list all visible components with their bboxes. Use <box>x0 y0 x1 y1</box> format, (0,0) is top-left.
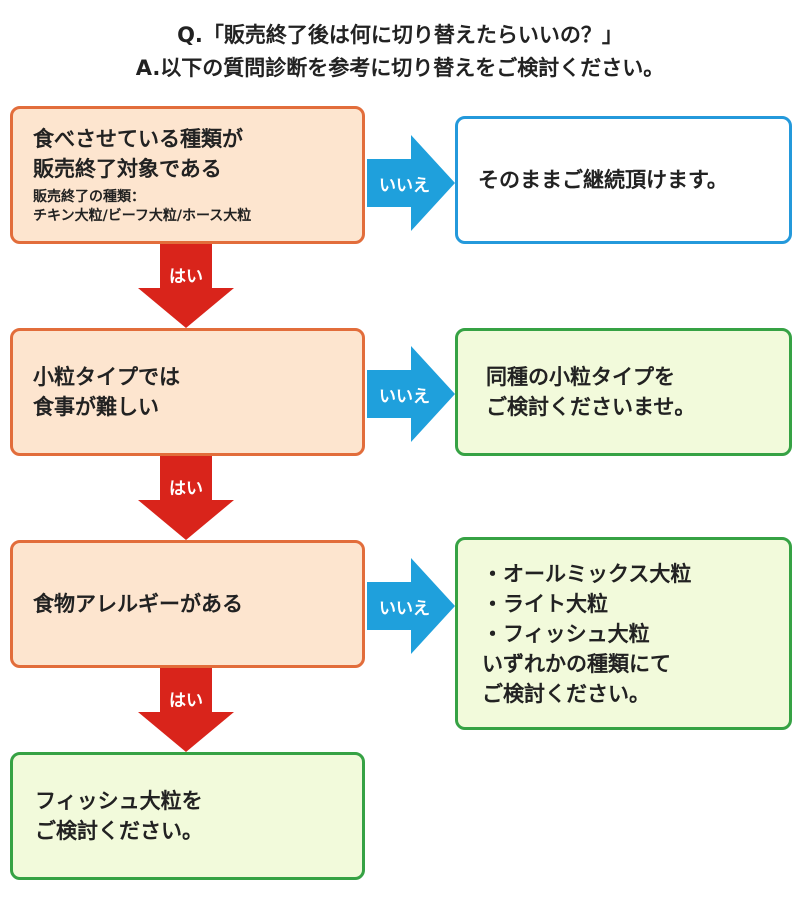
no-arrow-2 <box>367 346 455 442</box>
no-label-2: いいえ <box>379 387 430 407</box>
discontinued-note: 販売終了の種類： チキン大粒/ビーフ大粒/ホース大粒 <box>33 188 342 226</box>
no-arrow-3 <box>367 558 455 654</box>
no-label-1: いいえ <box>379 176 430 196</box>
note-line-2: チキン大粒/ビーフ大粒/ホース大粒 <box>33 208 252 224</box>
no-arrow-1 <box>367 135 455 231</box>
small-kibble-line-2: ご検討くださいませ。 <box>486 395 696 419</box>
yes-arrow-3 <box>138 668 234 752</box>
question-1-line-2: 販売終了対象である <box>33 157 222 181</box>
question-box-2: 小粒タイプでは 食事が難しい <box>10 328 365 456</box>
question-2-line-1: 小粒タイプでは <box>33 365 180 389</box>
allergy-option-3: ・フィッシュ大粒 <box>482 621 650 646</box>
allergy-option-1: ・オールミックス大粒 <box>482 561 692 586</box>
question-2-line-2: 食事が難しい <box>33 395 159 419</box>
yes-label-2: はい <box>169 479 203 499</box>
question-box-3: 食物アレルギーがある <box>10 540 365 668</box>
allergy-line-5: ご検討ください。 <box>482 681 650 706</box>
continue-result-box: そのままご継続頂けます。 <box>455 116 792 244</box>
final-result-box: フィッシュ大粒を ご検討ください。 <box>10 752 365 880</box>
continue-result-line: そのままご継続頂けます。 <box>478 168 728 192</box>
question-box-1: 食べさせている種類が 販売終了対象である 販売終了の種類： チキン大粒/ビーフ大… <box>10 106 365 244</box>
answer-title: A.以下の質問診断を参考に切り替えをご検討ください。 <box>135 56 665 80</box>
question-3-line-1: 食物アレルギーがある <box>33 592 243 616</box>
yes-label-1: はい <box>169 267 203 287</box>
yes-label-3: はい <box>169 691 203 711</box>
allergy-result-box: ・オールミックス大粒 ・ライト大粒 ・フィッシュ大粒 いずれかの種類にて ご検討… <box>455 537 792 730</box>
question-title: Q.「販売終了後は何に切り替えたらいいの？」 <box>177 23 623 47</box>
allergy-option-2: ・ライト大粒 <box>482 591 608 616</box>
no-label-3: いいえ <box>379 599 430 619</box>
final-line-1: フィッシュ大粒を <box>35 789 203 813</box>
small-kibble-result-box: 同種の小粒タイプを ご検討くださいませ。 <box>455 328 792 456</box>
yes-arrow-2 <box>138 456 234 540</box>
allergy-line-4: いずれかの種類にて <box>482 651 671 676</box>
final-line-2: ご検討ください。 <box>35 819 203 843</box>
note-line-1: 販売終了の種類： <box>33 189 145 205</box>
yes-arrow-1 <box>138 244 234 328</box>
question-1-line-1: 食べさせている種類が <box>33 127 243 151</box>
small-kibble-line-1: 同種の小粒タイプを <box>486 365 675 389</box>
